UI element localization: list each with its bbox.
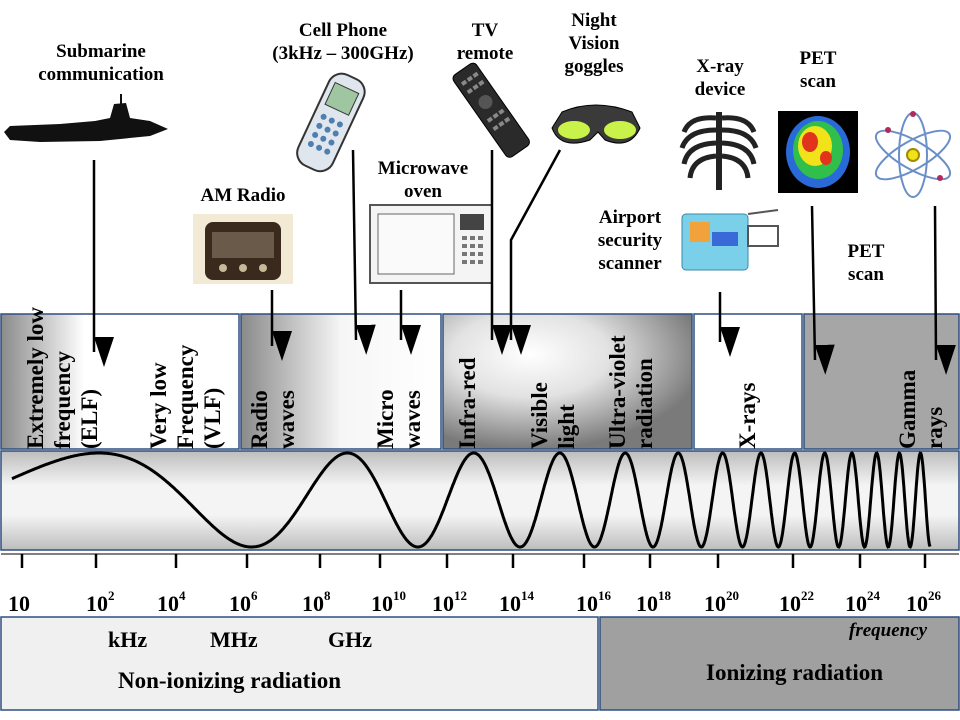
tick-label: 10 — [8, 591, 30, 616]
label-am-radio: AM Radio — [200, 185, 286, 206]
band-box-xray — [693, 313, 803, 450]
arrows — [92, 149, 956, 375]
non-ionizing-label: Non-ionizing radiation — [118, 668, 342, 693]
tick-label: 1026 — [906, 588, 941, 616]
airport-scanner-icon — [677, 208, 785, 278]
tick-label: 1016 — [576, 588, 611, 616]
tick-label: 102 — [86, 588, 115, 616]
tick-label: 1014 — [499, 588, 534, 616]
tick-label: 1022 — [779, 588, 814, 616]
tick-label: 1024 — [845, 588, 880, 616]
tick-label: 108 — [302, 588, 331, 616]
arrow-cell-phone — [351, 149, 376, 355]
pet-brain-scan-icon — [778, 111, 858, 193]
ionizing-label: Ionizing radiation — [706, 660, 884, 685]
xray-ribcage-icon — [679, 110, 759, 190]
arrow-pet-scan — [810, 205, 835, 375]
cell-phone-icon — [296, 72, 366, 173]
tick-marks — [20, 554, 927, 568]
atom-icon — [874, 111, 952, 198]
ionizing-region — [599, 616, 960, 711]
submarine-icon — [4, 94, 168, 142]
tick-label: 106 — [229, 588, 258, 616]
unit-mhz: MHz — [210, 627, 258, 652]
tv-remote-icon — [452, 62, 530, 158]
label-cell-phone: Cell Phone(3kHz – 300GHz) — [272, 20, 414, 64]
unit-khz: kHz — [108, 627, 148, 652]
band-label-infrared: Infra-red — [455, 357, 480, 449]
tick-label: 1020 — [704, 588, 739, 616]
non-ionizing-region — [0, 616, 599, 711]
night-vision-goggles-icon — [551, 104, 641, 144]
tick-label: 104 — [157, 588, 186, 616]
arrow-night-vision — [509, 149, 562, 355]
am-radio-icon — [193, 214, 293, 284]
tick-label: 1018 — [636, 588, 671, 616]
band-label-xrays: X-rays — [735, 382, 760, 449]
unit-ghz: GHz — [328, 627, 372, 652]
microwave-oven-icon — [369, 204, 493, 284]
frequency-label: frequency — [849, 620, 928, 641]
tick-label: 1012 — [432, 588, 467, 616]
arrow-gamma — [933, 205, 956, 375]
band-box-optical — [442, 313, 693, 450]
band-box-gamma — [803, 313, 960, 450]
band-box-elf-vlf — [0, 313, 240, 450]
em-wave — [11, 450, 932, 549]
tick-label: 1010 — [371, 588, 406, 616]
